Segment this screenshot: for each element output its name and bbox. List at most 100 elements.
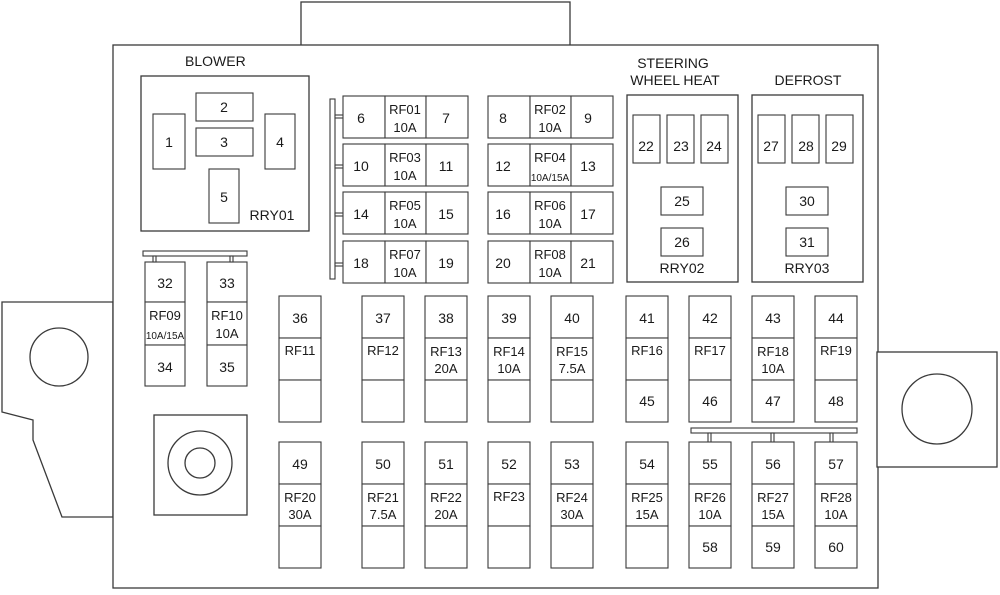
fuse-rating: 30A [288,507,311,522]
fuse-name: RF01 [389,102,421,117]
fuse-rating: 30A [560,507,583,522]
fuse-terminal-top [625,295,669,339]
relay-pin-27 [757,114,786,164]
relay-pin-25-label: 25 [674,193,690,209]
terminal-number: 6 [357,110,365,126]
relay-pin-31-label: 31 [799,234,815,250]
fuse-body [529,191,572,235]
terminal-number: 56 [765,456,781,472]
fuse-name: RF10 [211,308,243,323]
fuse-terminal-right [570,95,614,139]
fuse-rating: 10A/15A [146,331,185,342]
fuse-terminal-bottom [361,525,405,569]
fuse-terminal-right [570,143,614,187]
fuse-terminal-top [751,441,795,485]
fuse-terminal-bottom [487,379,531,423]
terminal-number: 43 [765,310,781,326]
fuse-name: RF22 [430,490,462,505]
terminal-number: 52 [501,456,517,472]
terminal-number: 53 [564,456,580,472]
bus-bar-side [142,250,248,263]
terminal-number: 11 [439,158,454,174]
fuse-name: RF08 [534,247,566,262]
fuse-rating: 20A [434,361,457,376]
fuse-terminal-bottom [206,344,248,387]
blower-label: BLOWER [185,53,246,69]
fuse-terminal-bottom [424,525,468,569]
terminal-number: 16 [495,206,511,222]
steering-label-line2: WHEEL HEAT [630,72,720,88]
relay-pin-30 [785,186,829,216]
fuse-name: RF03 [389,150,421,165]
terminal-number: 10 [353,158,369,174]
terminal-number: 13 [580,158,596,174]
relay-pin-28-label: 28 [798,138,814,154]
fuse-terminal-top [278,441,322,485]
relay-pin-27-label: 27 [763,138,779,154]
relay-pin-29-label: 29 [831,138,847,154]
terminal-number: 48 [828,393,844,409]
fuse-name: RF13 [430,344,462,359]
top-connector-tab [300,1,571,47]
fuse-terminal-top [814,441,858,485]
relay-pin-5 [208,168,240,224]
fuse-terminal-left [487,143,531,187]
terminal-number: 41 [639,310,655,326]
fuse-body [384,95,427,139]
relay-pin-24-label: 24 [706,138,722,154]
terminal-number: 44 [828,310,844,326]
terminal-number: 47 [765,393,781,409]
terminal-number: 38 [438,310,454,326]
fuse-terminal-left [342,191,386,235]
fuse-body [361,483,405,527]
fuse-terminal-bottom [487,525,531,569]
fuse-terminal-top [487,441,531,485]
relay-pin-3-label: 3 [220,134,228,150]
fuse-body [529,95,572,139]
relay-rry02: 22 23 24 25 26 RRY02 [626,94,739,283]
relay-rry01-label: RRY01 [250,207,295,223]
terminal-number: 42 [702,310,718,326]
fuse-terminal-bottom [814,379,858,423]
relay-pin-31 [785,227,829,257]
relay-pin-1-label: 1 [165,134,173,150]
terminal-number: 8 [499,110,507,126]
fuse-name: RF25 [631,490,663,505]
fuse-body [550,483,594,527]
terminal-number: 35 [219,359,235,375]
relay-pin-24 [700,114,729,164]
fuse-terminal-right [425,240,469,284]
fuse-rating: 10A [824,507,847,522]
fuse-body [751,483,795,527]
